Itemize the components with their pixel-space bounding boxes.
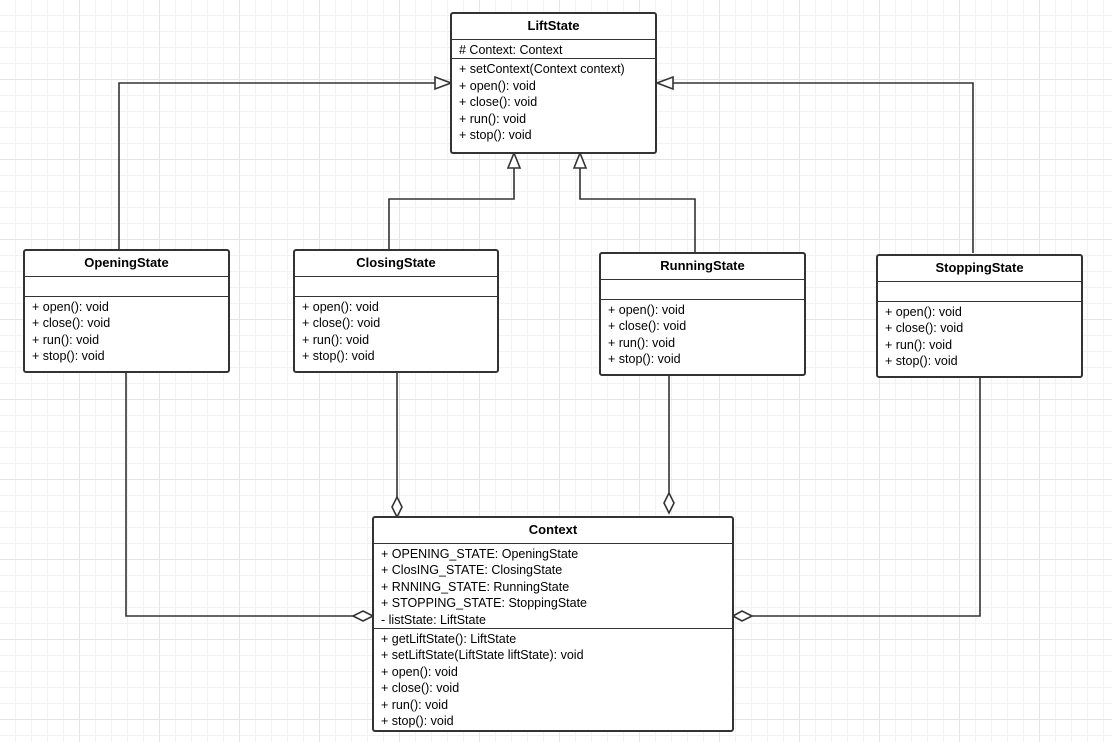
method: + close(): void: [608, 319, 687, 334]
attribute: + STOPPING_STATE: StoppingState: [381, 596, 587, 611]
class-name: OpeningState: [25, 251, 228, 277]
methods-section: + open(): void + close(): void+ run(): vo…: [601, 300, 804, 368]
edge-closing-to-liftstate: [388, 168, 515, 249]
method: + close(): void: [302, 316, 381, 331]
methods-section: + setContext(Context context)+ open(): v…: [452, 59, 655, 143]
class-context[interactable]: Context + OPENING_STATE: OpeningState + Cl…: [372, 516, 734, 732]
aggregation-diamond: [663, 491, 675, 515]
method: + setContext(Context context): [459, 62, 625, 77]
attributes-section: [601, 280, 804, 300]
methods-section: + open(): void + close(): void+ run(): vo…: [25, 297, 228, 365]
attributes-section: # Context: Context: [452, 40, 655, 60]
method: + stop(): void: [381, 714, 454, 729]
method: + run(): void: [381, 697, 449, 712]
method: + run(): void: [459, 111, 527, 126]
methods-section: + getLiftState(): LiftState+ setLiftStat…: [374, 629, 732, 729]
edge-running-to-liftstate: [579, 168, 696, 252]
attributes-section: [25, 277, 228, 297]
method: + getLiftState(): LiftState: [381, 632, 517, 647]
method: + setLiftState(LiftState liftState): voi…: [381, 648, 584, 663]
class-liftstate[interactable]: LiftState # Context: Context + setContext(…: [450, 12, 657, 154]
method: + run(): void: [32, 332, 100, 347]
edge-stopping-to-context: [752, 378, 981, 617]
attributes-section: [295, 277, 497, 297]
edge-opening-to-liftstate: [118, 82, 435, 249]
class-name: LiftState: [452, 14, 655, 40]
method: + open(): void: [459, 78, 536, 93]
methods-section: + open(): void + close(): void+ run(): vo…: [295, 297, 497, 365]
method: + close(): void: [459, 95, 538, 110]
methods-section: + open(): void + close(): void+ run(): vo…: [878, 302, 1081, 370]
attributes-section: + OPENING_STATE: OpeningState + ClosING_S…: [374, 544, 732, 630]
generalization-arrowhead: [506, 150, 522, 169]
method: + open(): void: [32, 300, 109, 314]
generalization-arrowhead: [434, 75, 454, 91]
attribute: + ClosING_STATE: ClosingState: [381, 563, 563, 578]
method: + stop(): void: [302, 349, 375, 364]
method: + stop(): void: [885, 354, 958, 369]
aggregation-diamond: [391, 495, 403, 519]
method: + stop(): void: [459, 128, 532, 143]
attribute: # Context: Context: [459, 43, 563, 57]
class-runningstate[interactable]: RunningState + open(): void + close(): voi…: [599, 252, 806, 376]
aggregation-diamond: [351, 610, 375, 622]
class-name: ClosingState: [295, 251, 497, 277]
class-openingstate[interactable]: OpeningState + open(): void + close(): voi…: [23, 249, 230, 373]
generalization-arrowhead: [572, 150, 588, 169]
edge-opening-to-context: [125, 373, 353, 617]
class-closingstate[interactable]: ClosingState + open(): void + close(): voi…: [293, 249, 499, 373]
method: + run(): void: [302, 332, 370, 347]
method: + stop(): void: [32, 349, 105, 364]
method: + open(): void: [608, 303, 685, 317]
attribute: - listState: LiftState: [381, 612, 486, 627]
class-name: RunningState: [601, 254, 804, 280]
method: + run(): void: [885, 337, 953, 352]
class-name: StoppingState: [878, 256, 1081, 282]
class-stoppingstate[interactable]: StoppingState + open(): void + close(): vo…: [876, 254, 1083, 378]
class-name: Context: [374, 518, 732, 544]
method: + open(): void: [381, 664, 458, 679]
edge-stopping-to-liftstate: [673, 82, 974, 253]
method: + run(): void: [608, 335, 676, 350]
aggregation-diamond: [731, 610, 754, 622]
attribute: + RNNING_STATE: RunningState: [381, 579, 570, 594]
attributes-section: [878, 282, 1081, 302]
method: + close(): void: [32, 316, 111, 331]
method: + stop(): void: [608, 352, 681, 367]
method: + open(): void: [302, 300, 379, 314]
method: + open(): void: [885, 305, 962, 319]
generalization-arrowhead: [654, 75, 674, 91]
method: + close(): void: [885, 321, 964, 336]
method: + close(): void: [381, 681, 460, 696]
attribute: + OPENING_STATE: OpeningState: [381, 547, 579, 561]
